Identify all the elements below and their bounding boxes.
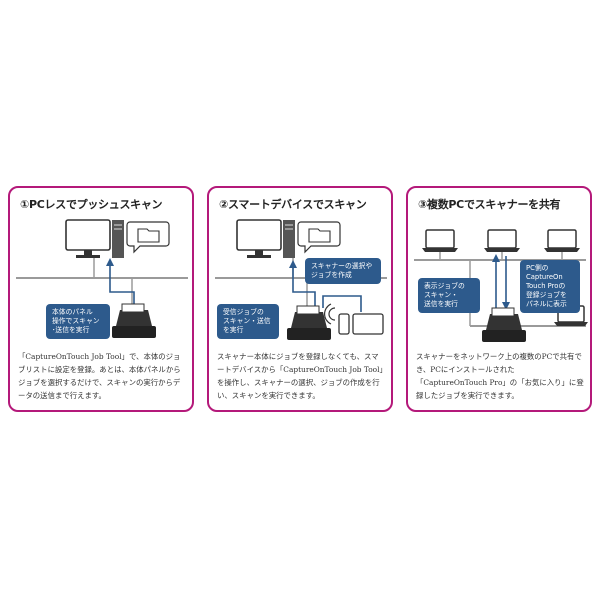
folder-bubble-icon [297, 221, 341, 254]
arrow-scanner-to-pc [292, 264, 316, 308]
scanner-icon [112, 303, 156, 338]
panel-title: ②スマートデバイスでスキャン [219, 198, 367, 211]
smartphone-icon [338, 313, 350, 335]
callout-panel-operation: 本体のパネル 操作でスキャン ･送信を実行 [46, 304, 110, 339]
laptop-icon [422, 229, 458, 252]
callout-line: ジョブを作成 [311, 271, 352, 279]
callout-line: 操作でスキャン [52, 317, 100, 325]
callout-line: CaptureOn [526, 273, 563, 281]
callout-line: を実行 [223, 326, 244, 334]
callout-line: 本体のパネル [52, 308, 93, 316]
wifi-icon [323, 303, 336, 325]
callout-line: 受信ジョブの [223, 308, 264, 316]
callout-line: Touch Proの [526, 282, 566, 290]
folder-bubble-icon [126, 221, 170, 254]
arrow-head [106, 258, 114, 266]
arrow-head [289, 260, 297, 268]
diagram-pcless-push-scan [16, 219, 188, 338]
callout-receive-job: 受信ジョブの スキャン・送信 を実行 [217, 304, 279, 339]
callout-scanner-select: スキャナーの選択や ジョブを作成 [305, 258, 381, 284]
callout-line: ･送信を実行 [52, 326, 90, 334]
callout-line: パネルに表示 [526, 300, 567, 308]
arrow-device-to-scanner [322, 295, 362, 312]
panel-title: ①PCレスでプッシュスキャン [20, 198, 163, 211]
callout-line: 送信を実行 [424, 300, 458, 308]
callout-execute-job: 表示ジョブの スキャン・ 送信を実行 [418, 278, 480, 313]
callout-show-pc-jobs: PC側の CaptureOn Touch Proの 登録ジョブを パネルに表示 [520, 260, 580, 313]
arrow-head [502, 302, 510, 310]
pc-tower-icon [112, 220, 124, 258]
monitor-icon [65, 219, 111, 258]
arrow-head [492, 254, 500, 262]
panel-title: ③複数PCでスキャナーを共有 [418, 198, 561, 211]
callout-line: スキャナーの選択や [311, 262, 373, 270]
arrow-scanner-to-pc [109, 262, 135, 308]
panel-description: スキャナーをネットワーク上の複数のPCで共有でき、PCにインストールされた「Ca… [416, 352, 584, 400]
panel-description: スキャナー本体にジョブを登録しなくても、スマートデバイスから「CaptureOn… [217, 352, 384, 400]
callout-line: 登録ジョブを [526, 291, 567, 299]
tablet-icon [352, 313, 384, 335]
laptop-icon [484, 229, 520, 252]
panel-multi-pc-share: ③複数PCでスキャナーを共有 [406, 186, 592, 412]
panel-smart-device-scan: ②スマートデバイスでスキャン [207, 186, 393, 412]
scanner-icon [287, 305, 331, 340]
panel-description: 「CaptureOnTouch Job Tool」で、本体のジョブリストに設定を… [18, 352, 181, 400]
scanner-icon [482, 307, 526, 342]
panel-pcless-push-scan: ①PCレスでプッシュスキャン 本体のパネル 操作でスキャン ･送信を実行 [8, 186, 194, 412]
diagram-smart-device-scan [215, 219, 387, 340]
callout-line: 表示ジョブの [424, 282, 465, 290]
callout-line: スキャン・送信 [223, 317, 271, 325]
monitor-icon [236, 219, 282, 258]
callout-line: スキャン・ [424, 291, 458, 299]
pc-tower-icon [283, 220, 295, 258]
laptop-icon [544, 229, 580, 252]
callout-line: PC側の [526, 264, 549, 272]
